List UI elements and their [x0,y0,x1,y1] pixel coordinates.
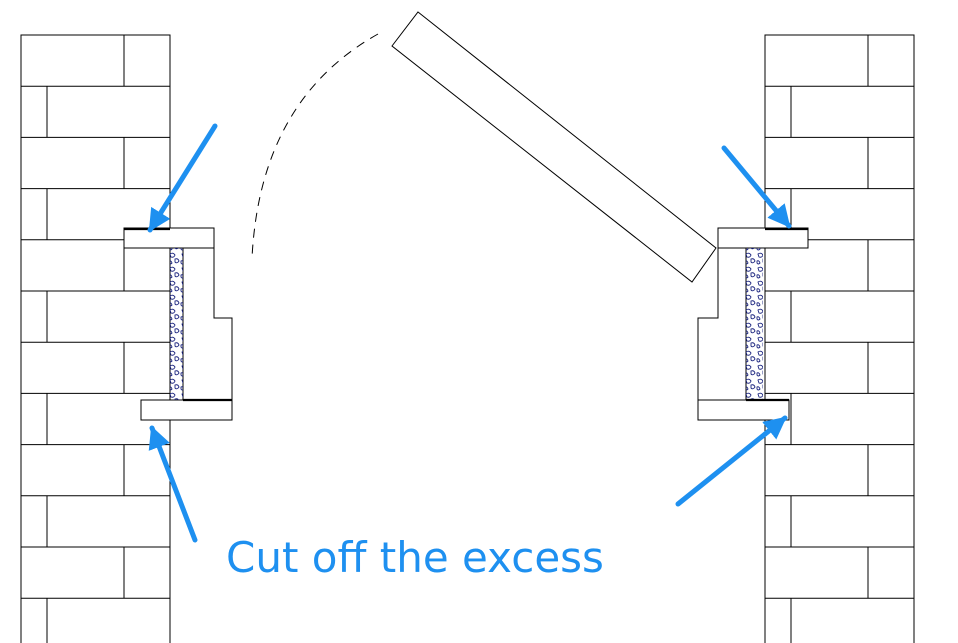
frame-bottom-flange-right [697,399,790,421]
annotation-arrows [147,123,792,543]
arrow-top-left [147,123,218,233]
door-frame-left [123,227,233,421]
frame-bottom-flange-left [140,399,233,421]
annotation-caption: Cut off the excess [226,533,604,582]
door-frame-right [697,227,809,421]
gravel-fill-left [170,248,183,400]
door-swing-arc [251,33,379,259]
frame-top-flange-right [717,227,809,249]
arrow-bottom-right [675,415,788,507]
frame-body-right [697,247,747,401]
brick-wall-left [20,34,171,643]
arrow-bottom-left [148,425,198,543]
arrow-top-right [721,145,792,229]
brick-wall-right [764,34,915,643]
door-leaf [391,11,717,283]
frame-top-flange-left [123,227,215,249]
gravel-fill-right [746,248,763,400]
frame-body-left [182,247,233,401]
